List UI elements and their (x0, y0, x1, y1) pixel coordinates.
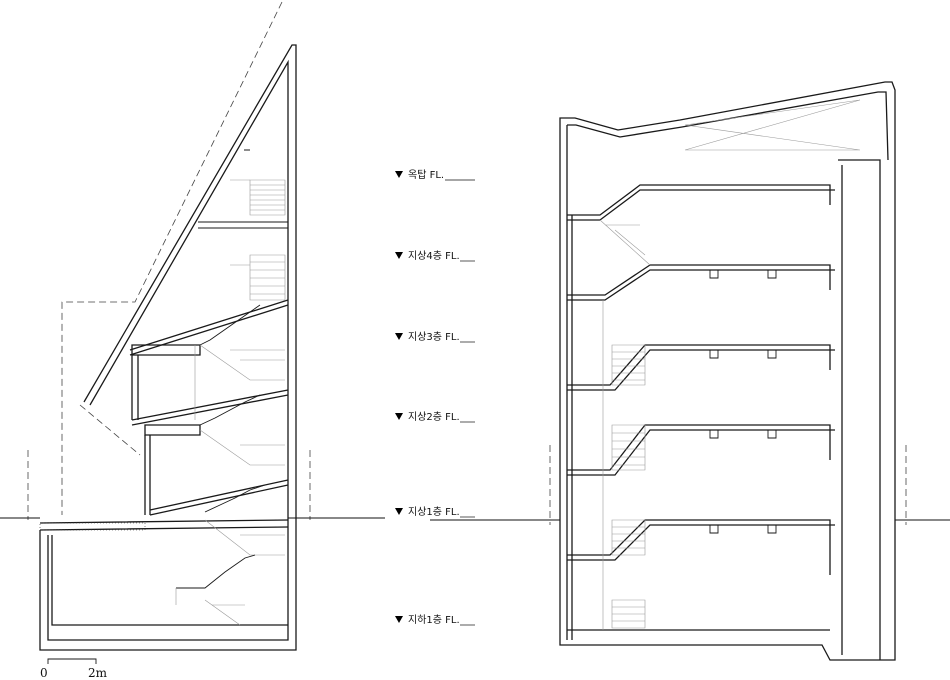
scale-bar: 0 2m (40, 658, 108, 680)
right-stair-upper (599, 219, 651, 266)
left-stair-rooftop (249, 179, 286, 216)
left-outer-wall (39, 44, 297, 651)
left-stair-run-3f (199, 394, 261, 426)
left-stair-run-2f (204, 484, 266, 513)
right-slab-rooftop (567, 184, 835, 221)
level-label-1f: 지상1층 FL. (408, 506, 460, 518)
left-column-mid (144, 435, 151, 515)
left-stair-landing-b1 (175, 588, 245, 626)
left-slab-3f (131, 389, 289, 426)
scale-bar-end-label: 2m (88, 666, 108, 680)
level-label-3f: 지상3층 FL. (408, 331, 460, 343)
right-roof-inner (567, 91, 889, 161)
left-stair-run-b1 (176, 554, 256, 589)
level-marker-rooftop-icon (395, 171, 403, 178)
left-stair-run-4f (199, 304, 261, 346)
scale-bar-line (47, 658, 97, 664)
left-slab-1f-hatch (39, 522, 146, 531)
scale-bar-start-label: 0 (40, 666, 48, 680)
left-beam-3f (144, 424, 201, 436)
right-slab-1f (567, 519, 835, 575)
left-stair-4f (249, 254, 286, 301)
left-roof-slab (198, 149, 288, 229)
left-stair-landing-2f (204, 519, 285, 556)
right-roof-skylight (684, 99, 861, 151)
level-markers: 옥탑 FL. 지상4층 FL. 지상3층 FL. 지상2층 FL. 지상1층 F… (395, 169, 475, 626)
right-stair-b1 (611, 599, 646, 629)
right-slab-2f (567, 424, 835, 476)
left-stair-landing-3f (199, 429, 285, 466)
right-building-section (549, 81, 907, 661)
left-stair-landing-4f (199, 344, 285, 381)
level-marker-b1-icon (395, 616, 403, 623)
level-label-b1: 지하1층 FL. (408, 613, 460, 626)
right-outer-wall (559, 81, 896, 661)
left-slab-4f (129, 299, 289, 356)
level-label-2f: 지상2층 FL. (408, 411, 460, 423)
left-stair-guides (194, 179, 250, 420)
right-beams-1f (709, 525, 777, 534)
left-envelope-dashed-line (61, 1, 283, 515)
left-basement-wall (51, 535, 288, 626)
right-stair-1f (611, 519, 646, 556)
right-slab-4f (567, 264, 835, 301)
right-stair-2f (611, 424, 646, 471)
right-slab-3f (567, 344, 835, 391)
level-marker-2f-icon (395, 413, 403, 420)
level-marker-1f-icon (395, 508, 403, 515)
level-label-rooftop: 옥탑 FL. (408, 169, 444, 181)
left-beam-4f (131, 344, 201, 356)
level-marker-3f-icon (395, 333, 403, 340)
right-beams-4f (709, 270, 777, 279)
level-marker-4f-icon (395, 252, 403, 259)
left-dashed-diagonal (79, 404, 141, 456)
right-boundary-dashed (549, 445, 907, 525)
right-beams-2f (709, 430, 777, 439)
left-building-section (27, 1, 311, 651)
level-label-4f: 지상4층 FL. (408, 250, 460, 262)
right-stair-3f (611, 344, 646, 386)
right-core-shaft (838, 159, 881, 660)
left-column-upper (131, 355, 139, 420)
left-slab-2f (149, 479, 289, 516)
right-left-wall (566, 125, 573, 640)
left-inner-wall (47, 59, 289, 641)
left-slab-1f (39, 519, 289, 531)
right-beams-3f (709, 350, 777, 359)
